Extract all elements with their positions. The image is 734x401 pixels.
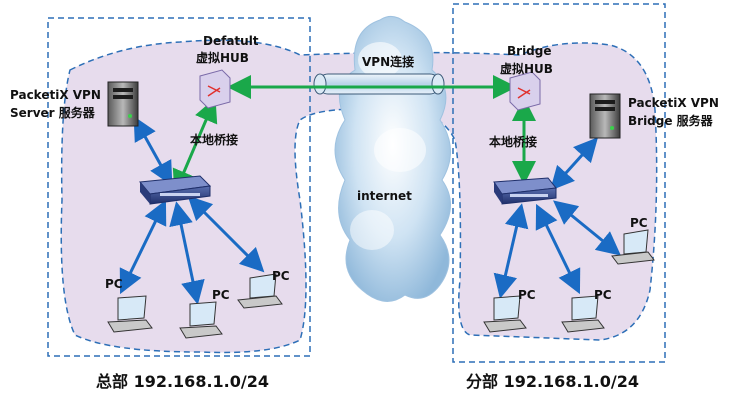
laptop-icon: [611, 229, 655, 265]
tunnel-label: VPN连接: [362, 54, 414, 69]
left-pc2-link: [169, 201, 205, 305]
right-site-frame: [452, 3, 666, 363]
right-server-link: [549, 137, 599, 191]
left-hub-label-2: 虚拟HUB: [196, 50, 249, 65]
vpn-tunnel: [313, 73, 445, 95]
laptop-icon: [179, 301, 223, 339]
left-site-caption: 总部 192.168.1.0/24: [96, 372, 269, 391]
right-pc-label: PC: [518, 288, 536, 302]
right-pc3-link: [553, 200, 621, 256]
laptop-icon: [483, 295, 527, 333]
switch-icon: [493, 177, 557, 205]
right-pc-label: PC: [594, 288, 612, 302]
left-hub-label-1: Defatult: [203, 34, 259, 48]
left-server-label-1: PacketiX VPN: [10, 88, 101, 102]
left-pc1-link: [119, 199, 167, 295]
switch-icon: [139, 175, 212, 205]
left-bridge-label: 本地桥接: [190, 132, 238, 147]
left-pc-label: PC: [105, 277, 123, 291]
laptop-icon: [237, 273, 283, 309]
left-server-label-2: Server 服务器: [10, 105, 96, 120]
cloud-label: internet: [357, 189, 412, 203]
left-pc-label: PC: [272, 269, 290, 283]
right-pc1-link: [493, 203, 529, 299]
left-server-link: [133, 116, 173, 186]
right-bridge-label: 本地桥接: [489, 134, 537, 149]
left-pc-label: PC: [212, 288, 230, 302]
right-site-caption: 分部 192.168.1.0/24: [466, 372, 639, 391]
right-server-label-2: Bridge 服务器: [628, 113, 714, 128]
right-hub-label-2: 虚拟HUB: [500, 61, 553, 76]
hub-icon: [509, 71, 541, 111]
right-pc-label: PC: [630, 216, 648, 230]
left-site-frame: [47, 17, 311, 357]
right-hub-label-1: Bridge: [507, 44, 552, 58]
left-pc3-link: [187, 195, 265, 273]
server-icon: [589, 93, 621, 139]
laptop-icon: [107, 295, 153, 333]
server-icon: [107, 81, 139, 127]
right-server-label-1: PacketiX VPN: [628, 96, 719, 110]
laptop-icon: [561, 295, 605, 333]
hub-icon: [199, 69, 231, 109]
left-bridge-arrow: [172, 97, 218, 195]
